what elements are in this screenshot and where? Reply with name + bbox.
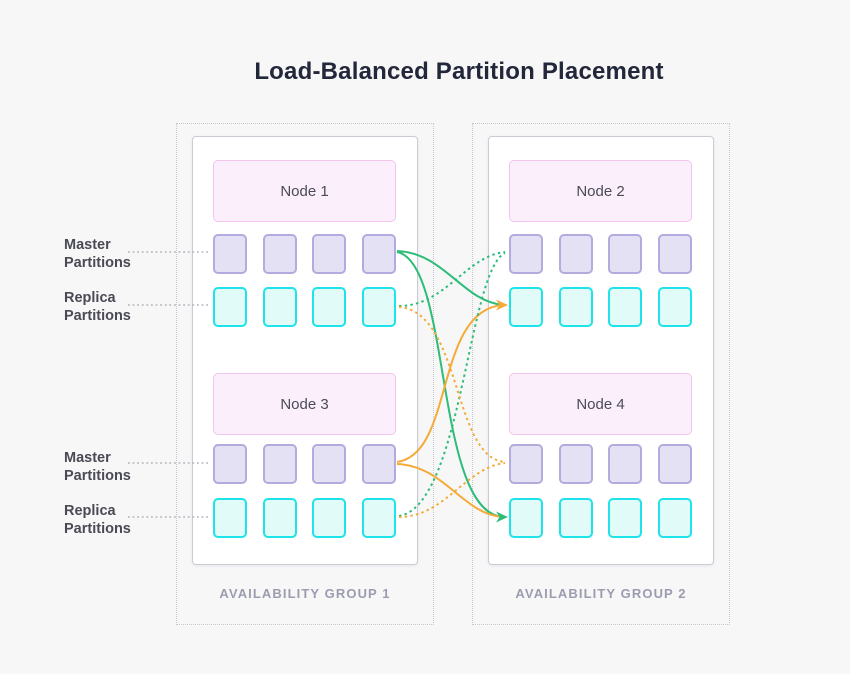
node-4-master-row	[509, 444, 692, 484]
master-partition	[213, 444, 247, 484]
availability-group-2: Node 2 Node 4 AVAILABILITY GROUP 2	[472, 123, 730, 625]
label-line: Master	[64, 450, 111, 466]
node-3-header: Node 3	[213, 373, 396, 435]
node-2-replica-row	[509, 287, 692, 327]
replica-partition	[657, 287, 692, 327]
master-partition	[213, 234, 247, 274]
replica-partition	[509, 287, 543, 327]
label-line: Partitions	[64, 255, 131, 271]
availability-group-1-label: AVAILABILITY GROUP 1	[219, 586, 391, 601]
node-card-group-2: Node 2 Node 4	[488, 136, 714, 565]
replica-partition	[558, 287, 593, 327]
node-4-replica-row	[509, 498, 692, 538]
node-1-master-row	[213, 234, 396, 274]
node-2-header: Node 2	[509, 160, 692, 222]
node-1-replica-row	[213, 287, 396, 327]
replica-partition	[361, 287, 396, 327]
label-line: Partitions	[64, 521, 131, 537]
node-card-group-1: Node 1 Node 3	[192, 136, 418, 565]
node-3-replica-row	[213, 498, 396, 538]
label-replica-partitions-top: Replica Partitions	[64, 289, 131, 325]
label-master-partitions-bottom: Master Partitions	[64, 449, 131, 485]
replica-partition	[262, 498, 297, 538]
label-line: Replica	[64, 503, 116, 519]
label-line: Master	[64, 237, 111, 253]
replica-partition	[558, 498, 593, 538]
node-1-header: Node 1	[213, 160, 396, 222]
label-replica-partitions-bottom: Replica Partitions	[64, 502, 131, 538]
replica-partition	[213, 498, 247, 538]
replica-partition	[213, 287, 247, 327]
replica-partition	[657, 498, 692, 538]
master-partition	[657, 234, 692, 274]
master-partition	[262, 234, 297, 274]
label-line: Partitions	[64, 468, 131, 484]
label-line: Replica	[64, 290, 116, 306]
node-3-master-row	[213, 444, 396, 484]
master-partition	[558, 234, 593, 274]
master-partition	[509, 444, 543, 484]
master-partition	[312, 444, 347, 484]
replica-partition	[509, 498, 543, 538]
replica-partition	[262, 287, 297, 327]
master-partition	[608, 444, 643, 484]
master-partition	[361, 234, 396, 274]
node-2-master-row	[509, 234, 692, 274]
replica-partition	[312, 287, 347, 327]
label-line: Partitions	[64, 308, 131, 324]
diagram-title: Load-Balanced Partition Placement	[254, 58, 664, 85]
replica-partition	[312, 498, 347, 538]
node-4-header: Node 4	[509, 373, 692, 435]
master-partition	[558, 444, 593, 484]
replica-partition	[608, 498, 643, 538]
replica-partition	[608, 287, 643, 327]
availability-group-2-label: AVAILABILITY GROUP 2	[515, 586, 687, 601]
master-partition	[312, 234, 347, 274]
master-partition	[361, 444, 396, 484]
master-partition	[608, 234, 643, 274]
master-partition	[657, 444, 692, 484]
master-partition	[509, 234, 543, 274]
label-master-partitions-top: Master Partitions	[64, 236, 131, 272]
replica-partition	[361, 498, 396, 538]
availability-group-1: Node 1 Node 3 AVAILABILITY GROUP 1	[176, 123, 434, 625]
master-partition	[262, 444, 297, 484]
